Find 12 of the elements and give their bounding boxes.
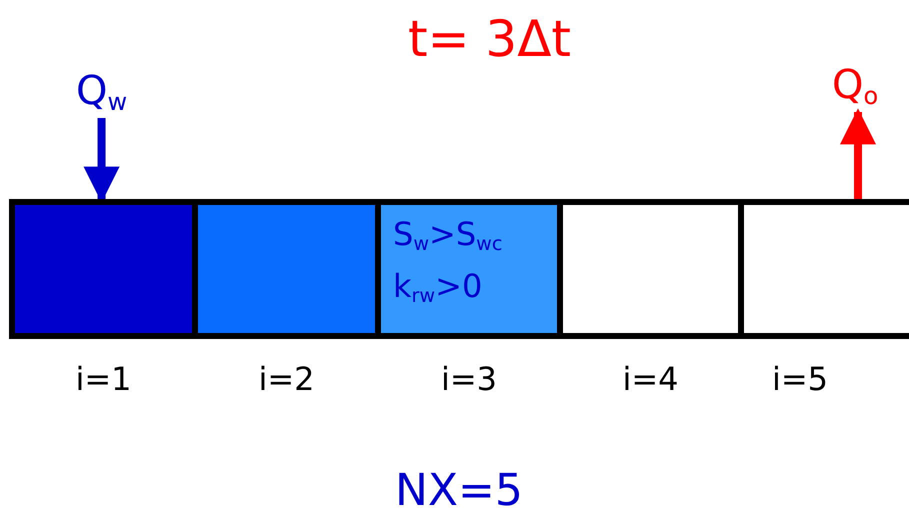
cell-text: k$_{rw}$>0 <box>393 266 484 309</box>
cell-index-label: i=4 <box>621 360 680 398</box>
cell-index-label: i=3 <box>440 360 498 398</box>
cell-text: S$_{w}$>S$_{wc}$ <box>393 214 504 257</box>
flow-label: Q$_{o}$ <box>832 62 878 110</box>
title: t= 3Δt <box>408 10 572 68</box>
caption: NX=5 <box>395 465 523 516</box>
cell-index-label: i=5 <box>770 360 830 398</box>
arrow <box>840 108 876 199</box>
flow-label: Q$_{w}$ <box>76 68 128 116</box>
cell-index-label: i=1 <box>74 360 133 398</box>
cell-index-label: i=2 <box>257 360 316 398</box>
